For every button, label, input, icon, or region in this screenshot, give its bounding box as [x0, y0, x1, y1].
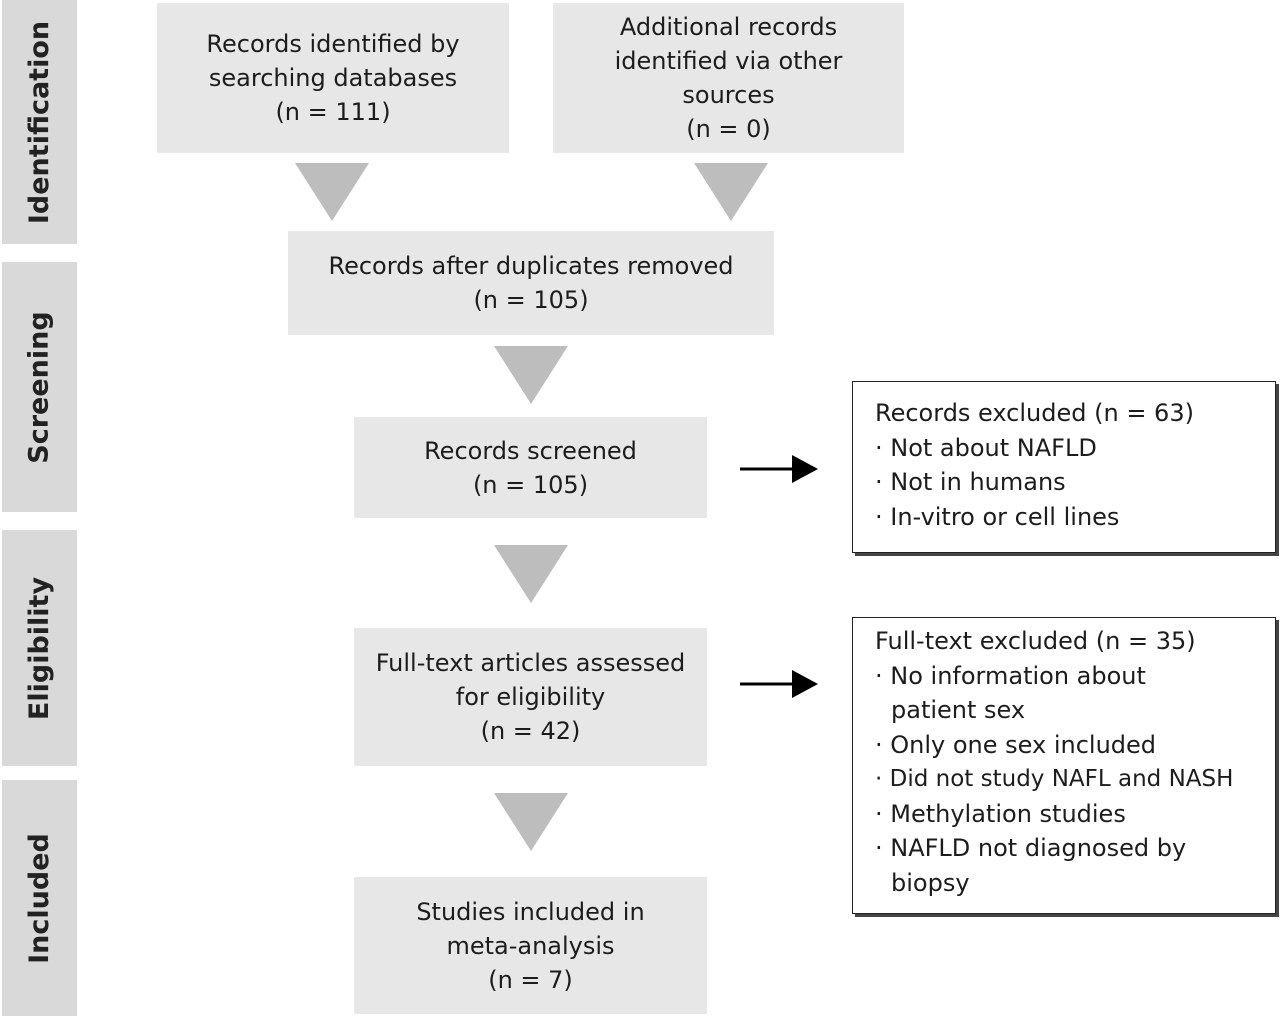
arrow-to-records-excluded: [740, 455, 818, 483]
stage-included: Included: [2, 780, 77, 1016]
box-records-screened: Records screened (n = 105): [354, 417, 707, 518]
stage-screening: Screening: [2, 262, 77, 512]
flow-arrow-down: [494, 346, 568, 404]
flow-arrow-down: [494, 793, 568, 851]
stage-identification: Identification: [2, 0, 77, 244]
box-additional-records: Additional records identified via other …: [553, 3, 904, 153]
box-studies-included: Studies included in meta-analysis (n = 7…: [354, 877, 707, 1014]
box-records-identified-databases: Records identified by searching database…: [157, 3, 509, 153]
box-full-text-assessed: Full-text articles assessed for eligibil…: [354, 628, 707, 766]
flow-arrow-down: [295, 163, 369, 221]
stage-eligibility: Eligibility: [2, 530, 77, 766]
flow-arrow-down: [494, 545, 568, 603]
flow-arrow-down: [694, 163, 768, 221]
arrow-to-fulltext-excluded: [740, 670, 818, 698]
box-records-excluded: Records excluded (n = 63) · Not about NA…: [852, 381, 1276, 553]
box-duplicates-removed: Records after duplicates removed (n = 10…: [288, 231, 774, 335]
box-fulltext-excluded: Full-text excluded (n = 35) · No informa…: [852, 617, 1276, 914]
